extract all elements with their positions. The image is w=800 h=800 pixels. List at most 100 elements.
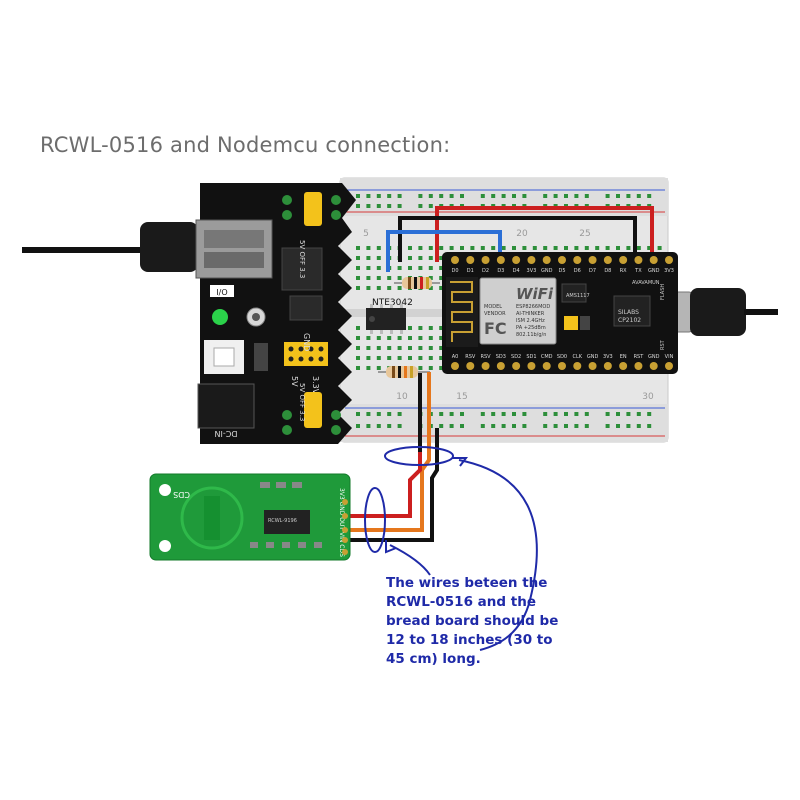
nodemcu-pin xyxy=(588,256,597,264)
breadboard-hole xyxy=(501,246,506,250)
breadboard-hole xyxy=(460,246,464,250)
breadboard-hole xyxy=(512,412,516,416)
breadboard-hole xyxy=(480,412,485,416)
ic-chip: NTE3042 xyxy=(366,298,413,334)
breadboard-hole xyxy=(366,276,371,280)
breadboard-hole xyxy=(564,424,568,428)
breadboard-hole xyxy=(616,412,620,416)
sensor-chip-label: RCWL-9196 xyxy=(268,518,297,524)
breadboard-hole xyxy=(408,246,412,250)
bottom-pin-label: 3V3 xyxy=(603,354,613,360)
breadboard-hole xyxy=(356,326,360,330)
nodemcu-pin xyxy=(451,362,459,370)
breadboard-hole xyxy=(418,266,423,270)
breadboard-hole xyxy=(616,194,620,198)
bottom-pin-label: GND xyxy=(587,354,599,360)
module-text-line: VENDOR xyxy=(484,311,506,317)
breadboard-hole xyxy=(626,194,631,198)
breadboard-hole xyxy=(543,246,548,250)
breadboard-hole xyxy=(439,266,444,270)
breadboard-hole xyxy=(376,424,381,428)
note-line: 12 to 18 inches (30 to xyxy=(386,632,553,648)
breadboard-hole xyxy=(366,366,371,370)
breadboard-hole xyxy=(439,346,444,350)
module-text-line: ISM 2.4GHz xyxy=(516,318,545,324)
nodemcu-pin xyxy=(619,256,628,264)
breadboard-hole xyxy=(647,194,652,198)
breadboard-hole xyxy=(470,246,475,250)
chip-label-1: SILABS xyxy=(618,309,639,316)
black-wire xyxy=(340,428,439,542)
nodemcu-pin xyxy=(588,362,597,370)
arrowhead-top xyxy=(452,457,468,467)
breadboard-hole xyxy=(408,266,412,270)
resistor-bottom xyxy=(378,366,430,378)
breadboard-hole xyxy=(376,266,381,270)
breadboard-hole xyxy=(387,276,392,280)
breadboard-hole xyxy=(532,246,537,250)
breadboard-hole xyxy=(522,412,527,416)
breadboard-hole xyxy=(356,366,360,370)
bottom-pin-label: SD3 xyxy=(496,354,506,360)
breadboard-hole xyxy=(397,356,402,360)
bottom-pin-label: RST xyxy=(634,354,645,360)
fc-logo: FC xyxy=(484,319,507,338)
nodemcu-pin xyxy=(542,256,551,264)
wire-highlight-ellipse-top xyxy=(384,446,454,466)
arrow-to-top-ellipse xyxy=(458,459,538,651)
breadboard-hole xyxy=(491,424,496,428)
breadboard-hole xyxy=(480,246,485,250)
blue-signal-wire xyxy=(386,230,502,272)
switch-label: I/O xyxy=(216,288,227,297)
breadboard-hole xyxy=(366,412,371,416)
breadboard-hole xyxy=(449,246,454,250)
breadboard-hole xyxy=(501,194,506,198)
bottom-pin-label: SD2 xyxy=(511,354,521,360)
module-text-line: PA +25dBm xyxy=(516,325,546,331)
breadboard-hole xyxy=(418,246,423,250)
top-pin-label: D7 xyxy=(589,268,596,274)
note-line: The wires beteen the xyxy=(386,575,548,591)
breadboard-hole xyxy=(439,194,444,198)
top-pin-label: D6 xyxy=(574,268,581,274)
power-supply-module: I/O DC-IN GND 5V 3.3V 5V OFF 3.3 5V OFF … xyxy=(195,183,356,444)
breadboard-hole xyxy=(574,424,579,428)
breadboard-hole xyxy=(647,424,652,428)
breadboard-hole xyxy=(418,336,423,340)
breadboard-hole xyxy=(366,246,371,250)
breadboard-hole xyxy=(397,336,402,340)
brand-label: AVAVAMUN xyxy=(632,280,660,286)
breadboard-hole xyxy=(501,412,506,416)
breadboard-hole xyxy=(449,424,454,428)
black-ground-wire xyxy=(398,216,637,262)
breadboard-hole xyxy=(366,204,371,208)
top-jumper xyxy=(304,192,322,226)
breadboard-hole xyxy=(408,356,412,360)
breadboard-hole xyxy=(397,266,402,270)
nodemcu-pin xyxy=(451,256,459,264)
module-text-line: AI-THINKER xyxy=(516,311,545,317)
breadboard-hole xyxy=(356,336,360,340)
breadboard-hole xyxy=(376,336,381,340)
nodemcu-pin xyxy=(665,256,673,264)
wire-highlight-ellipse-left xyxy=(364,487,386,553)
module-text-line: 802.11b/g/n xyxy=(516,332,546,338)
resistor-top xyxy=(394,277,440,289)
v5-label: 5V xyxy=(290,376,299,387)
breadboard-hole xyxy=(439,326,444,330)
col-number-5: 5 xyxy=(363,229,369,239)
top-pin-label: TX xyxy=(634,268,642,274)
breadboard-hole xyxy=(564,246,568,250)
nodemcu-pin xyxy=(558,256,566,264)
breadboard-hole xyxy=(408,326,412,330)
breadboard-hole xyxy=(408,256,412,260)
nodemcu-pin xyxy=(634,362,643,370)
breadboard-hole xyxy=(418,204,423,208)
breadboard-hole xyxy=(428,256,433,260)
nodemcu-pin xyxy=(649,362,658,370)
breadboard-hole xyxy=(449,412,454,416)
breadboard-hole xyxy=(595,246,600,250)
nodemcu-pin xyxy=(603,256,612,264)
breadboard-hole xyxy=(356,412,360,416)
breadboard-hole xyxy=(356,276,360,280)
